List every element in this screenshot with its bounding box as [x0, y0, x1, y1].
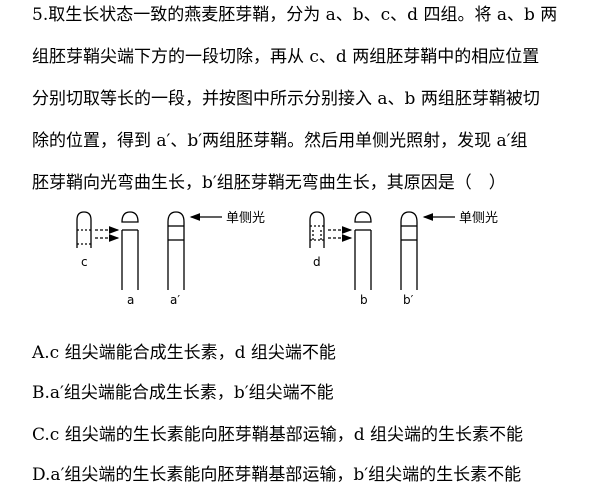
label-b: b — [360, 293, 368, 307]
right-group — [309, 211, 455, 290]
label-a: a — [127, 293, 134, 307]
option-b[interactable]: B.a′组尖端能合成生长素，b′组尖端不能 — [32, 383, 334, 403]
light-label-left: 单侧光 — [226, 211, 265, 226]
coleoptile-a — [121, 211, 139, 290]
coleoptile-a-prime — [167, 211, 185, 290]
question-line-2: 组胚芽鞘尖端下方的一段切除，再从 c、d 两组胚芽鞘中的相应位置 — [32, 47, 540, 67]
label-c: c — [81, 255, 88, 269]
light-label-right: 单侧光 — [459, 211, 498, 226]
label-d: d — [313, 255, 321, 269]
experiment-diagram: 单侧光 c a a′ 单侧光 d b b′ — [76, 211, 498, 307]
option-d[interactable]: D.a′组尖端的生长素能向胚芽鞘基部运输，b′组尖端的生长素不能 — [32, 465, 522, 485]
coleoptile-c — [76, 211, 92, 248]
label-b-prime: b′ — [403, 293, 414, 307]
option-c[interactable]: C.c 组尖端的生长素能向胚芽鞘基部运输，d 组尖端的生长素不能 — [32, 425, 524, 445]
coleoptile-b — [354, 211, 372, 290]
question-line-5: 胚芽鞘向光弯曲生长，b′组胚芽鞘无弯曲生长，其原因是（ ） — [32, 173, 506, 193]
question-line-1: 5.取生长状态一致的燕麦胚芽鞘，分为 a、b、c、d 四组。将 a、b 两 — [32, 5, 558, 25]
question-line-3: 分别切取等长的一段，并按图中所示分别接入 a、b 两组胚芽鞘被切 — [32, 89, 540, 109]
coleoptile-b-prime — [400, 211, 418, 290]
option-a[interactable]: A.c 组尖端能合成生长素，d 组尖端不能 — [32, 343, 336, 363]
label-a-prime: a′ — [170, 293, 180, 307]
coleoptile-d — [309, 211, 325, 248]
left-group — [76, 211, 222, 290]
question-line-4: 除的位置，得到 a′、b′两组胚芽鞘。然后用单侧光照射，发现 a′组 — [32, 131, 528, 151]
